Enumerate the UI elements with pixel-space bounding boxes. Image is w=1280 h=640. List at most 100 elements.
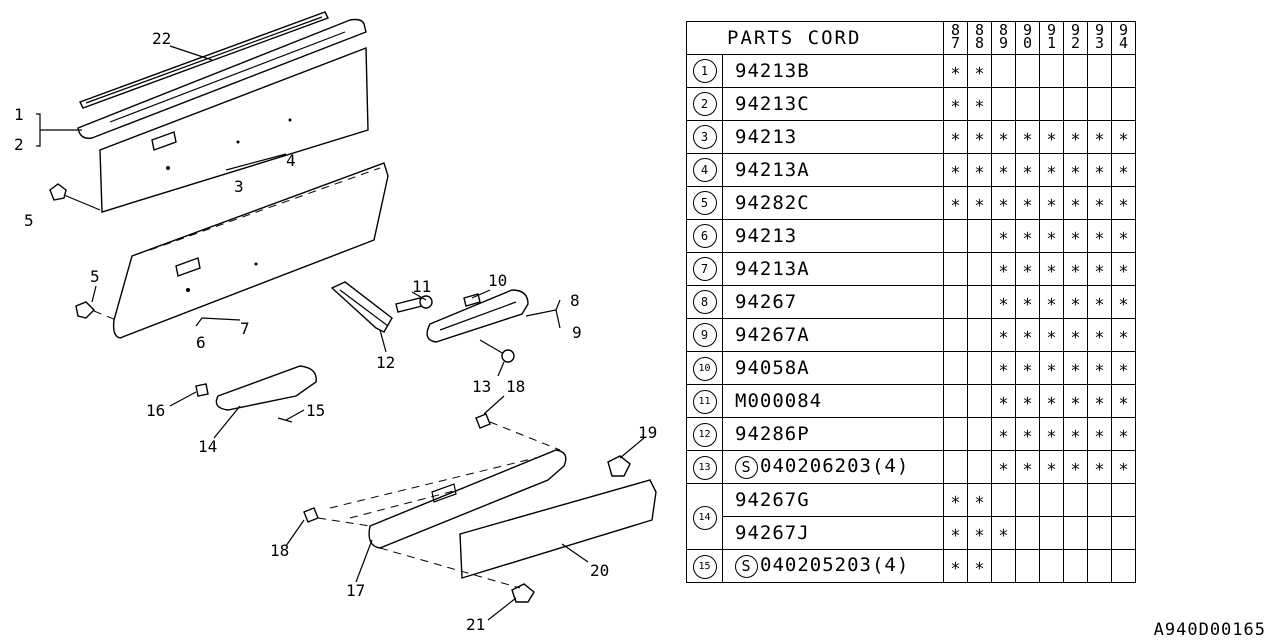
- row-index-circle: 10: [692, 357, 717, 381]
- year-mark-cell: [991, 483, 1016, 517]
- year-mark-cell: ∗: [1087, 219, 1112, 253]
- year-mark-cell: ∗: [1039, 186, 1064, 220]
- row-index-circle: 5: [692, 191, 717, 215]
- year-mark-cell: ∗: [1015, 318, 1040, 352]
- year-mark-cell: ∗: [1015, 285, 1040, 319]
- part-code-cell: 94267: [722, 285, 944, 319]
- row-index-cell: 4: [686, 153, 723, 187]
- label-12: 12: [376, 353, 395, 372]
- part-code: 94213: [735, 126, 798, 148]
- part-code: 94282C: [735, 192, 810, 214]
- year-mark-cell: ∗: [1111, 450, 1136, 484]
- table-header-title: PARTS CORD: [686, 21, 944, 55]
- year-mark-cell: ∗: [943, 153, 968, 187]
- row-index-cell: 3: [686, 120, 723, 154]
- year-mark-cell: ∗: [1087, 252, 1112, 286]
- year-mark-cell: ∗: [991, 153, 1016, 187]
- year-mark-cell: [1111, 87, 1136, 121]
- year-mark-cell: ∗: [967, 516, 992, 550]
- label-5a: 5: [24, 211, 34, 230]
- year-mark-cell: ∗: [1111, 384, 1136, 418]
- row-index-circle: 12: [692, 423, 717, 447]
- year-mark-cell: [967, 351, 992, 385]
- row-index-cell: 12: [686, 417, 723, 451]
- part-code-cell: M000084: [722, 384, 944, 418]
- year-mark-cell: ∗: [1087, 186, 1112, 220]
- label-7: 7: [240, 319, 250, 338]
- label-20: 20: [590, 561, 609, 580]
- part-11-screw: [395, 295, 433, 313]
- part-5-clip-lower: [75, 301, 117, 321]
- year-mark-cell: ∗: [1039, 351, 1064, 385]
- year-mark-cell: [943, 351, 968, 385]
- part-15-screw: [277, 417, 293, 423]
- part-12-bracket: [330, 281, 393, 333]
- year-mark-cell: ∗: [1039, 285, 1064, 319]
- row-index-cell: 10: [686, 351, 723, 385]
- year-mark-cell: ∗: [1087, 318, 1112, 352]
- year-mark-cell: ∗: [1087, 384, 1112, 418]
- part-22-molding: [79, 11, 329, 109]
- part-code: 94213: [735, 225, 798, 247]
- year-mark-cell: ∗: [1015, 153, 1040, 187]
- year-mark-cell: ∗: [967, 54, 992, 88]
- year-mark-cell: ∗: [1015, 186, 1040, 220]
- year-mark-cell: ∗: [1015, 417, 1040, 451]
- year-mark-cell: ∗: [967, 186, 992, 220]
- label-17: 17: [346, 581, 365, 600]
- year-mark-cell: ∗: [1111, 351, 1136, 385]
- year-mark-cell: ∗: [991, 384, 1016, 418]
- part-16-clip: [195, 383, 209, 397]
- part-code-cell: 94213A: [722, 153, 944, 187]
- row-index-circle: 2: [692, 92, 717, 116]
- row-index-circle: 4: [692, 158, 717, 182]
- year-mark-cell: ∗: [943, 549, 968, 583]
- row-index-circle: 3: [692, 125, 717, 149]
- part-code-cell: 94213C: [722, 87, 944, 121]
- part-19-clip: [607, 455, 631, 477]
- part-21-clip: [379, 547, 535, 603]
- year-mark-cell: ∗: [1087, 285, 1112, 319]
- year-mark-cell: ∗: [1039, 120, 1064, 154]
- year-mark-cell: [943, 318, 968, 352]
- part-code: 94267G: [735, 489, 810, 511]
- part-code-cell: 94213B: [722, 54, 944, 88]
- year-mark-cell: ∗: [991, 219, 1016, 253]
- year-mark-cell: [967, 219, 992, 253]
- part-code: 94267: [735, 291, 798, 313]
- year-mark-cell: ∗: [967, 153, 992, 187]
- year-mark-cell: ∗: [1015, 450, 1040, 484]
- year-mark-cell: [1039, 87, 1064, 121]
- year-mark-cell: ∗: [1087, 351, 1112, 385]
- row-index-cell: 13: [686, 450, 723, 484]
- year-mark-cell: ∗: [991, 285, 1016, 319]
- year-mark-cell: [991, 54, 1016, 88]
- row-index-cell: 8: [686, 285, 723, 319]
- part-code-cell: 94058A: [722, 351, 944, 385]
- year-mark-cell: ∗: [967, 549, 992, 583]
- year-mark-cell: [1111, 549, 1136, 583]
- year-mark-cell: ∗: [1063, 384, 1088, 418]
- year-mark-cell: ∗: [1015, 252, 1040, 286]
- part-3-4-upper-panel: [99, 46, 369, 213]
- year-mark-cell: [991, 87, 1016, 121]
- part-6-7-lower-panel: [112, 162, 389, 339]
- year-mark-cell: ∗: [1087, 417, 1112, 451]
- year-mark-cell: [1039, 516, 1064, 550]
- year-mark-cell: ∗: [1087, 450, 1112, 484]
- part-5-clip-upper: [49, 183, 101, 211]
- label-9: 9: [572, 323, 582, 342]
- row-index-cell: 2: [686, 87, 723, 121]
- part-code: 94213C: [735, 93, 810, 115]
- part-18-clip-upper: [475, 413, 561, 451]
- row-index-cell: 14: [686, 483, 723, 550]
- year-mark-cell: [1111, 483, 1136, 517]
